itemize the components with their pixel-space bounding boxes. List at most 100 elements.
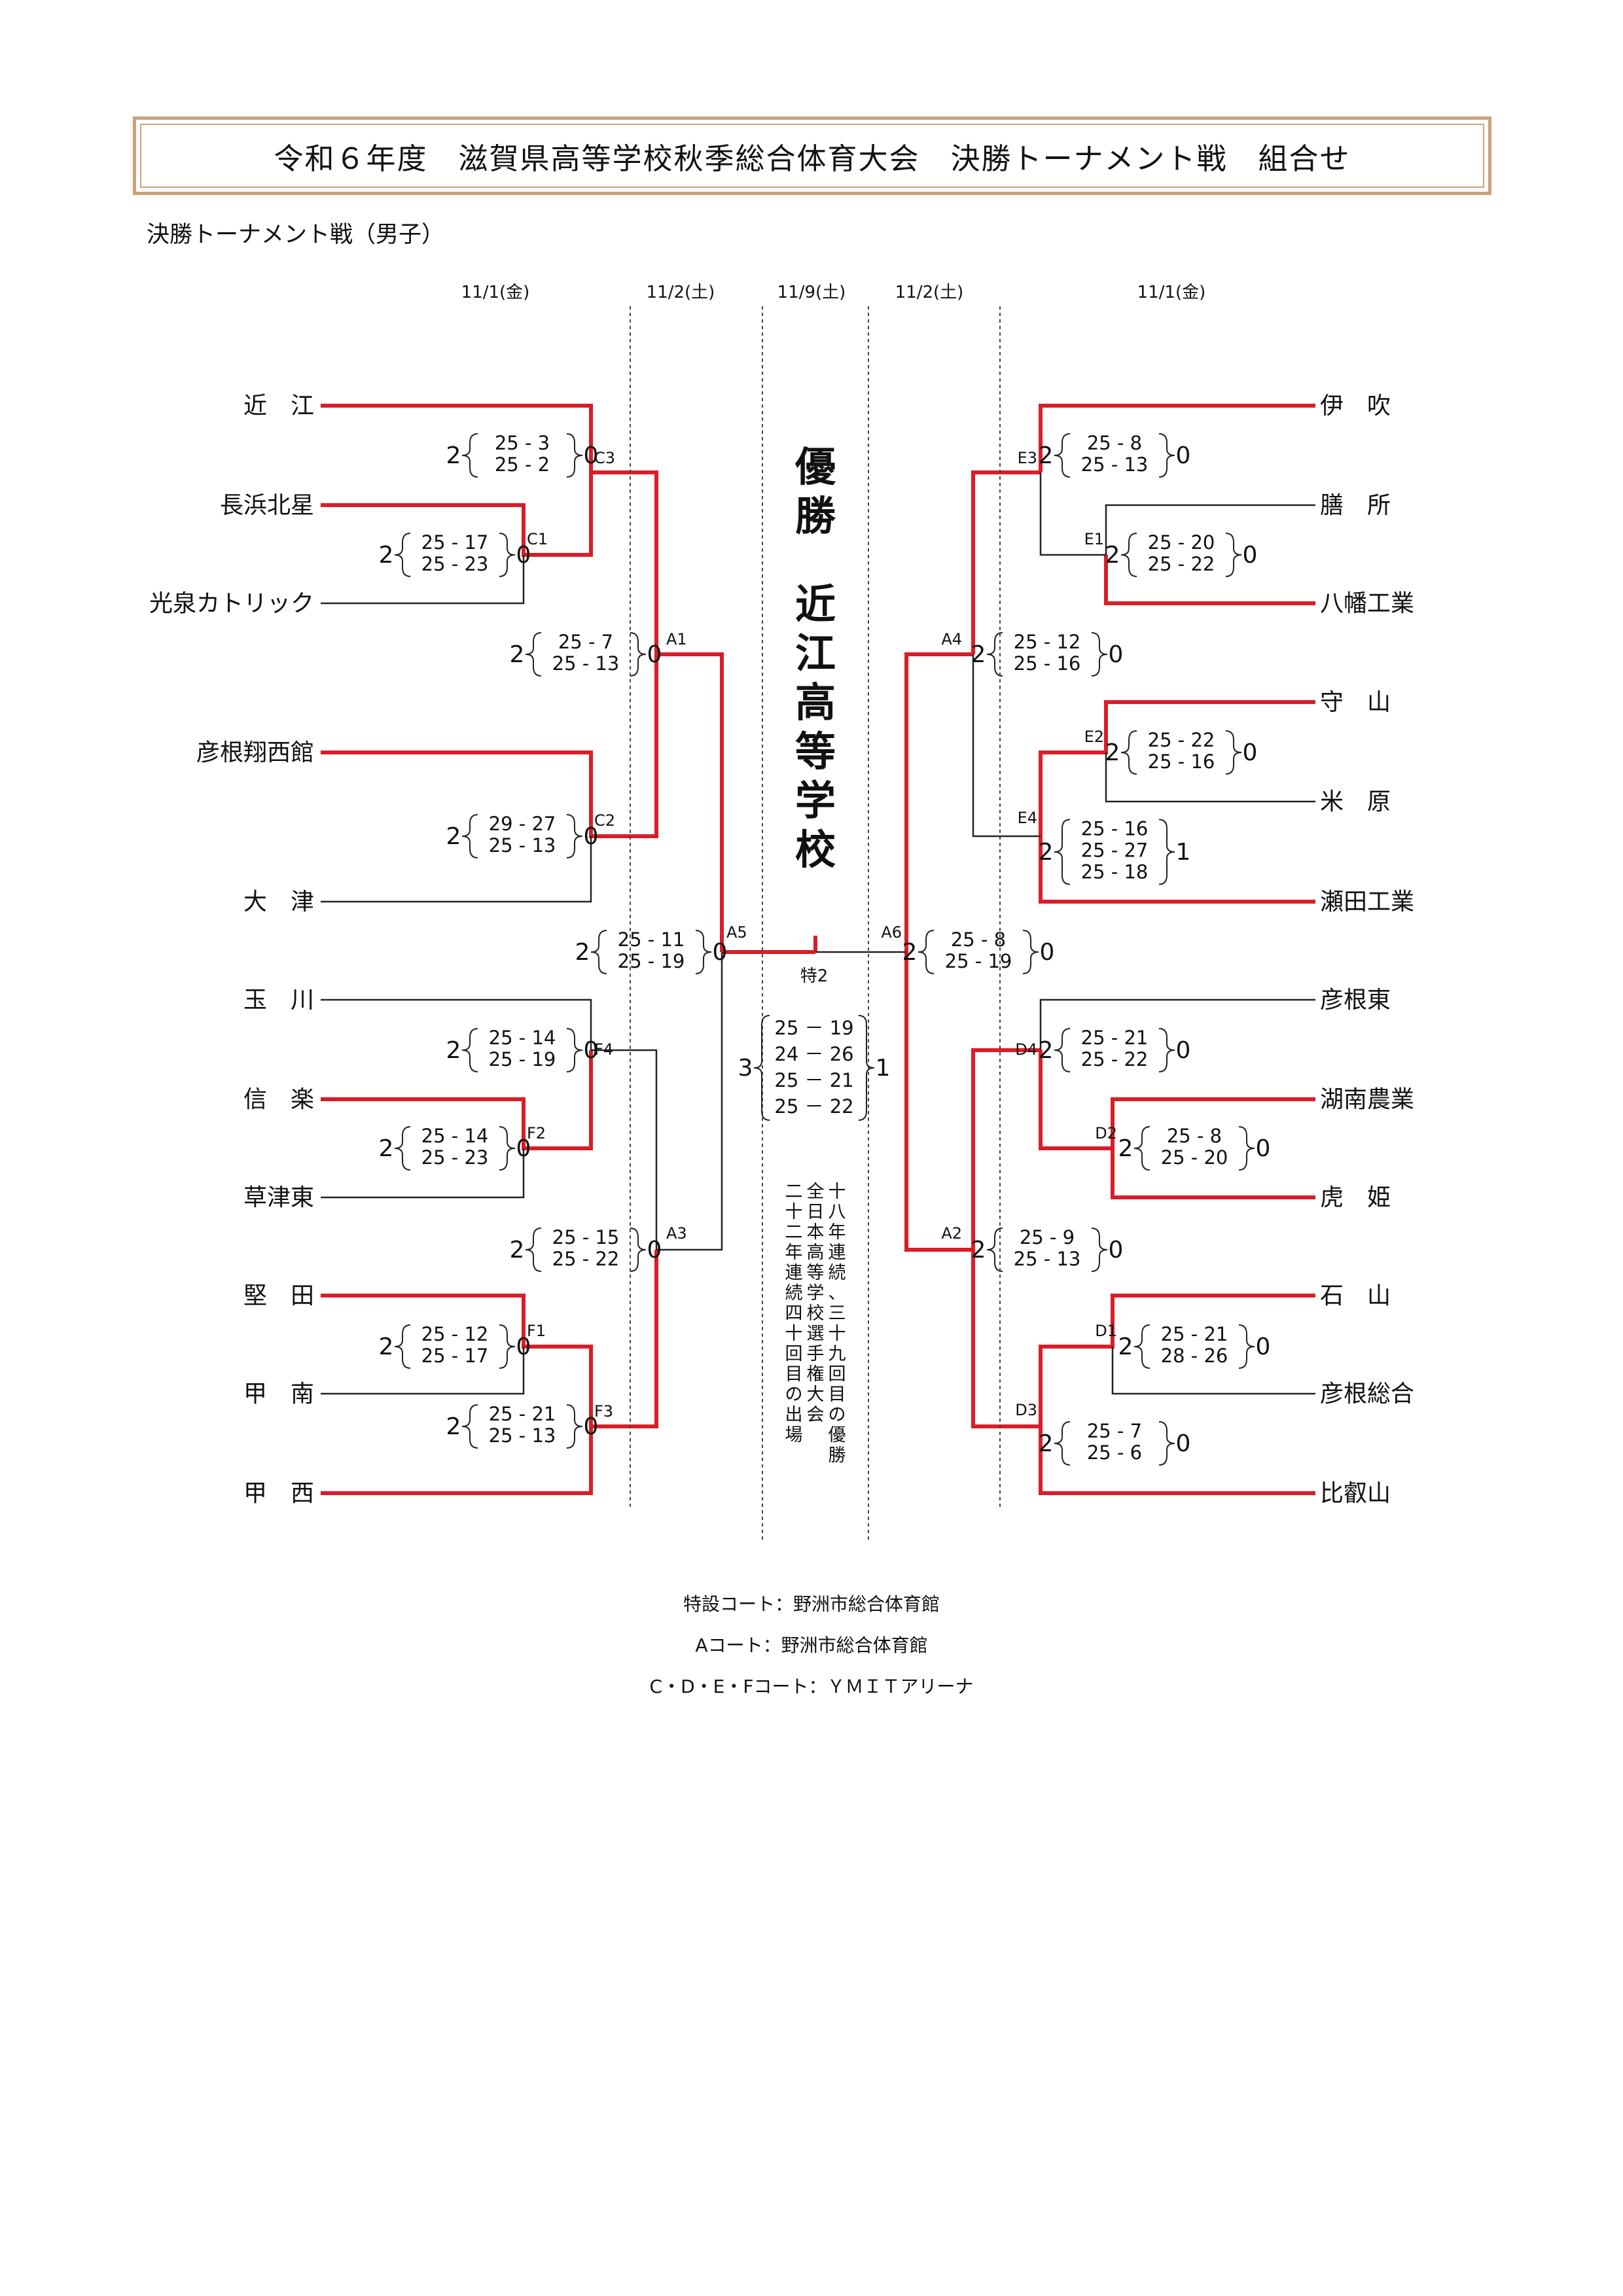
team-right-6: 瀬田工業	[1320, 889, 1414, 915]
court-note-cdef: C・D・E・Fコート：ＹＭＩＴアリーナ	[649, 1676, 974, 1697]
title-inner-border	[140, 124, 1484, 188]
champion-note-1-char: 連	[829, 1243, 846, 1263]
title-box: 令和６年度 滋賀県高等学校秋季総合体育大会 決勝トーナメント戦 組合せ	[133, 116, 1491, 195]
line-zeze-e1-e3	[1039, 472, 1315, 556]
champion-school-char: 高	[795, 679, 836, 726]
match-code-A3: A3	[666, 1224, 687, 1243]
champion-note-3-char: 二	[785, 1182, 803, 1202]
team-right-5: 米 原	[1320, 788, 1391, 815]
match-code-C3: C3	[594, 449, 615, 467]
match-A5-right-brace	[695, 930, 712, 974]
match-E4-lost-sets: 1	[1176, 839, 1191, 866]
match-E1-lost-sets: 0	[1243, 542, 1258, 569]
champion-note-2-char: 高	[807, 1243, 825, 1263]
champion-note-2-char: 学	[807, 1283, 825, 1303]
match-A6-lost-sets: 0	[1040, 939, 1055, 966]
line-kusatsu	[321, 1148, 525, 1199]
team-left-4: 彦根翔西館	[196, 739, 314, 766]
match-D2-right-brace	[1238, 1126, 1255, 1171]
match-A2-lost-sets: 0	[1109, 1237, 1124, 1263]
line-d3-a2	[971, 1250, 1041, 1428]
match-A3-right-brace	[630, 1227, 647, 1272]
tournament-bracket: 11/1(金)11/2(土)11/9(土)11/2(土)11/1(金)近 江長浜…	[149, 283, 1414, 1541]
match-A2-set-1: 25 - 9	[1020, 1226, 1075, 1248]
line-kosei-f3	[321, 1426, 593, 1495]
match-E2-right-brace	[1225, 730, 1242, 775]
match-E3-lost-sets: 0	[1176, 442, 1191, 469]
date-header: 11/1(金)	[1137, 283, 1206, 302]
match-A1-left-brace	[525, 632, 542, 677]
match-code-C1: C1	[527, 530, 548, 548]
match-A4-won-sets: 2	[971, 641, 986, 668]
date-header: 11/9(土)	[777, 283, 846, 302]
line-a2-a6	[904, 952, 973, 1252]
match-D1-set-1: 25 - 21	[1161, 1323, 1228, 1345]
match-code-E3: E3	[1018, 449, 1037, 467]
match-E2-left-brace	[1120, 730, 1137, 775]
match-C1-lost-sets: 0	[516, 542, 531, 569]
champion-note-1-char: 十	[829, 1324, 846, 1344]
match-F1-set-1: 25 - 12	[421, 1323, 489, 1345]
match-E3-left-brace	[1054, 433, 1071, 478]
line-a3-a5	[656, 952, 723, 1251]
match-A1-lost-sets: 0	[647, 641, 662, 668]
match-A2-right-brace	[1091, 1227, 1108, 1272]
match-code-F4: F4	[594, 1040, 613, 1059]
match-C2-lost-sets: 0	[584, 823, 599, 850]
line-c3-a1	[591, 470, 658, 654]
match-F1-right-brace	[499, 1324, 516, 1369]
team-left-5: 大 津	[243, 889, 314, 915]
match-C1-set-1: 25 - 17	[421, 531, 489, 554]
line-seta-e4	[1039, 836, 1315, 904]
match-F1-won-sets: 2	[379, 1333, 394, 1360]
match-F2-won-sets: 2	[379, 1135, 394, 1162]
match-C1-right-brace	[499, 533, 516, 577]
champion-note-3-char: 四	[785, 1303, 803, 1324]
champion-note-1-char: の	[829, 1405, 846, 1425]
line-torahime-d2	[1111, 1148, 1315, 1199]
team-left-3: 光泉カトリック	[149, 590, 314, 617]
team-right-12: 比叡山	[1320, 1480, 1391, 1507]
team-left-6: 玉 川	[243, 987, 314, 1014]
match-code-final: 特2	[800, 966, 829, 986]
champion-school-char: 校	[795, 826, 836, 874]
match-code-E4: E4	[1018, 809, 1037, 827]
match-D4-won-sets: 2	[1039, 1037, 1054, 1064]
match-code-F3: F3	[594, 1402, 613, 1421]
line-a1-a5	[656, 652, 724, 952]
champion-note-2-char: 会	[807, 1405, 825, 1425]
match-A4-set-2: 25 - 16	[1014, 652, 1081, 675]
match-A5-lost-sets: 0	[713, 939, 728, 966]
match-A1-set-1: 25 - 7	[558, 631, 613, 653]
match-C3-set-1: 25 - 3	[495, 432, 550, 454]
match-F4-set-1: 25 - 14	[489, 1027, 556, 1049]
champion-note-2-char: 選	[807, 1324, 825, 1344]
team-left-10: 甲 南	[243, 1381, 314, 1407]
match-E4-right-brace	[1158, 819, 1175, 885]
date-header: 11/1(金)	[461, 283, 530, 302]
match-E2-set-1: 25 - 22	[1148, 729, 1215, 751]
match-final-set-4: 25 － 22	[774, 1095, 853, 1118]
champion-note-2-char: 本	[807, 1222, 825, 1243]
match-code-A6: A6	[881, 923, 902, 942]
champion-note-1-char: 続	[829, 1263, 846, 1283]
match-A2-set-2: 25 - 13	[1014, 1248, 1081, 1270]
line-ibuki-e3	[1039, 404, 1315, 472]
champion-label-char: 勝	[795, 492, 836, 540]
match-D3-won-sets: 2	[1039, 1430, 1054, 1457]
match-C2-left-brace	[461, 814, 478, 858]
match-E4-set-3: 25 - 18	[1081, 860, 1149, 883]
champion-note-1-char: 目	[829, 1385, 846, 1405]
champion-school-char: 等	[795, 728, 836, 775]
match-D4-set-2: 25 - 22	[1081, 1048, 1149, 1070]
match-A5-won-sets: 2	[575, 939, 590, 966]
team-right-1: 伊 吹	[1320, 393, 1391, 419]
match-final-right-brace	[858, 1015, 875, 1121]
match-E3-right-brace	[1158, 433, 1175, 478]
match-C3-right-brace	[566, 433, 583, 478]
match-code-D3: D3	[1015, 1401, 1037, 1419]
match-D1-set-2: 28 - 26	[1161, 1345, 1228, 1367]
match-D1-right-brace	[1238, 1324, 1255, 1369]
